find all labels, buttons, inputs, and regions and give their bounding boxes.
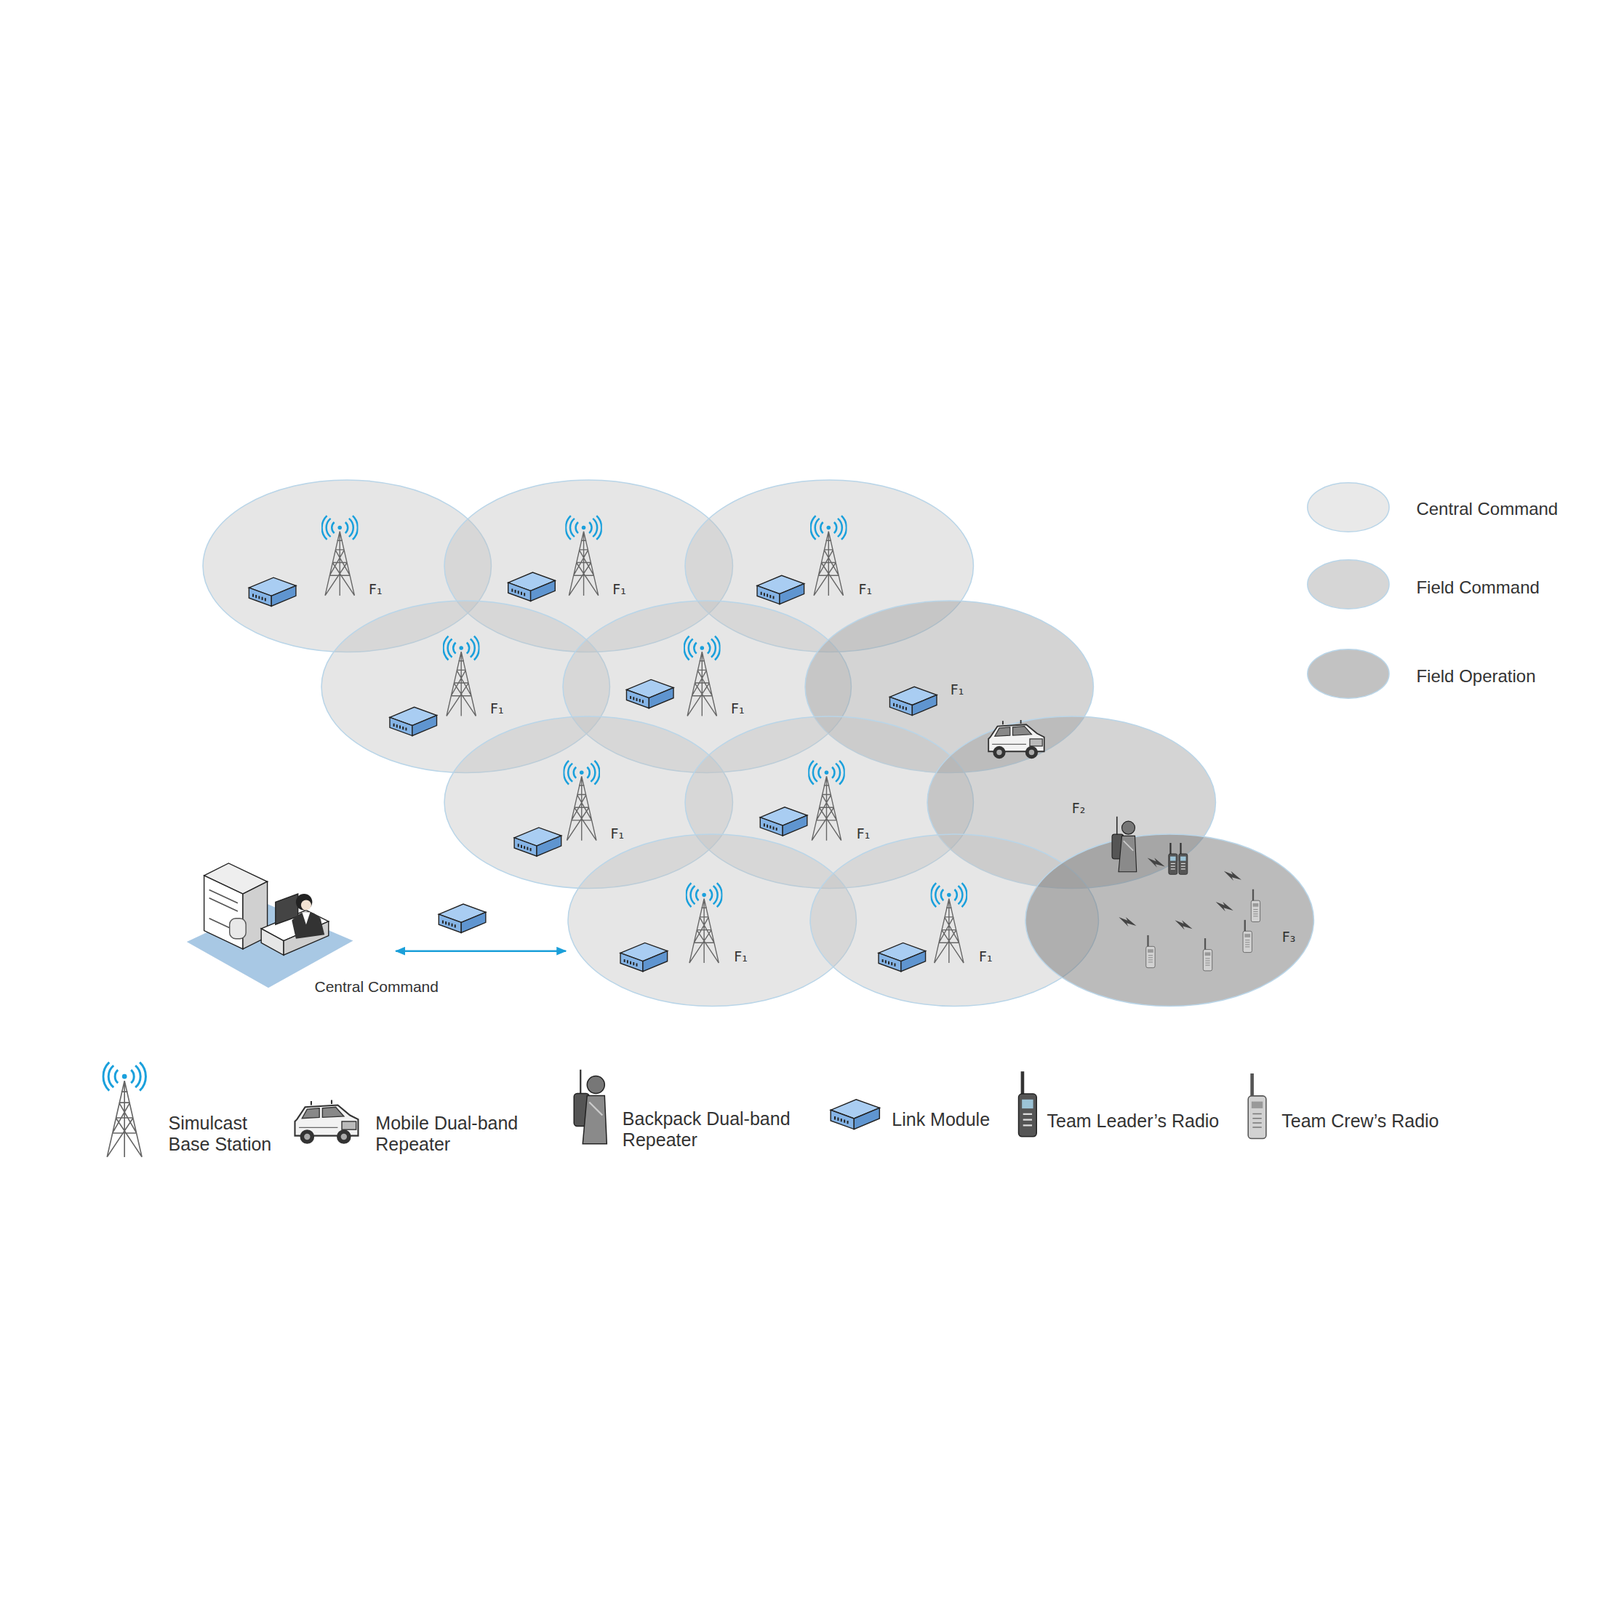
coverage-ellipse xyxy=(1025,834,1314,1007)
leader-radio xyxy=(1168,842,1178,875)
simulcast-base-station xyxy=(563,760,600,841)
simulcast-base-station xyxy=(808,760,845,841)
link-module xyxy=(389,706,438,736)
legend-text: Link Module xyxy=(891,1109,990,1131)
legend-swatch-frame xyxy=(1305,557,1392,611)
legend-text: Mobile Dual-band Repeater xyxy=(375,1112,543,1155)
simulcast-base-station xyxy=(684,636,720,717)
mobile-repeater xyxy=(988,720,1045,759)
crew-radio xyxy=(1250,889,1260,923)
link-module xyxy=(620,942,668,971)
frequency-label: F₁ xyxy=(490,700,504,717)
legend-text: Team Leader’s Radio xyxy=(1047,1109,1220,1131)
link-module xyxy=(626,679,674,708)
crew-radio xyxy=(1202,938,1212,971)
station-label: Central Command xyxy=(314,978,439,996)
legend-swatch-frame xyxy=(1305,647,1392,701)
simulcast-base-station xyxy=(322,515,358,596)
backpack-repeater xyxy=(1112,816,1137,872)
command-station: Central Command xyxy=(184,852,394,970)
frequency-label: F₃ xyxy=(1282,928,1296,945)
legend-text: Simulcast Base Station xyxy=(168,1112,278,1155)
radio-signal xyxy=(1175,920,1193,930)
leader-radio xyxy=(1178,842,1188,875)
link-module xyxy=(878,942,926,971)
link-module xyxy=(514,827,562,856)
simulcast-base-station xyxy=(442,636,479,717)
frequency-label: F₁ xyxy=(978,948,993,965)
legend-text: Backpack Dual-band Repeater xyxy=(622,1108,805,1151)
simulcast-base-station xyxy=(565,515,602,596)
frequency-label: F₁ xyxy=(856,825,871,842)
link-module xyxy=(248,577,296,606)
radio-signal xyxy=(1118,917,1136,927)
frequency-label: F₂ xyxy=(1072,800,1086,816)
simulcast-base-station xyxy=(810,515,847,596)
simulcast-base-station xyxy=(930,882,967,963)
link-modules xyxy=(248,572,937,972)
base-stations xyxy=(322,515,968,963)
link-module xyxy=(757,575,805,604)
frequency-label: F₁ xyxy=(368,581,383,598)
legend-crew-radio-icon xyxy=(1248,1073,1267,1139)
legend-text: Field Operation xyxy=(1416,666,1536,687)
radio-signal xyxy=(1216,901,1234,912)
frequency-label: F₁ xyxy=(858,581,873,598)
simulcast-base-station xyxy=(685,882,722,963)
link-module xyxy=(438,904,486,933)
crew-radio xyxy=(1146,935,1155,968)
frequency-label: F₁ xyxy=(612,581,627,598)
legend-swatch xyxy=(1306,648,1389,698)
legend-leader-radio-icon xyxy=(1018,1071,1038,1137)
link-arrow xyxy=(395,949,566,952)
radio-signal xyxy=(1224,871,1242,881)
frequency-label: F₁ xyxy=(610,825,625,842)
link-module xyxy=(889,686,937,715)
crew-radio xyxy=(1242,920,1252,953)
link-module xyxy=(760,807,808,836)
icon-legend xyxy=(103,1062,1267,1158)
coverage-cell: F₃ xyxy=(1024,833,1315,1008)
legend-text: Field Command xyxy=(1416,577,1539,598)
command-station xyxy=(186,863,354,988)
legend-swatch-frame xyxy=(1305,480,1392,534)
cell-outline xyxy=(1024,833,1315,1008)
legend-text: Central Command xyxy=(1416,498,1558,520)
legend-tower-icon xyxy=(103,1062,147,1158)
legend-swatch xyxy=(1306,560,1389,609)
radio-signal xyxy=(1147,858,1166,868)
frequency-label: F₁ xyxy=(730,700,745,717)
link-module xyxy=(508,572,556,601)
field-operation xyxy=(1112,816,1261,971)
legend-swatch xyxy=(1306,482,1389,532)
legend-backpack-icon xyxy=(573,1069,607,1144)
frequency-label: F₁ xyxy=(733,948,748,965)
legend-link-icon xyxy=(830,1099,880,1130)
legend-text: Team Crew’s Radio xyxy=(1281,1109,1439,1131)
frequency-label: F₁ xyxy=(950,681,965,698)
legend-jeep-icon xyxy=(294,1099,358,1144)
